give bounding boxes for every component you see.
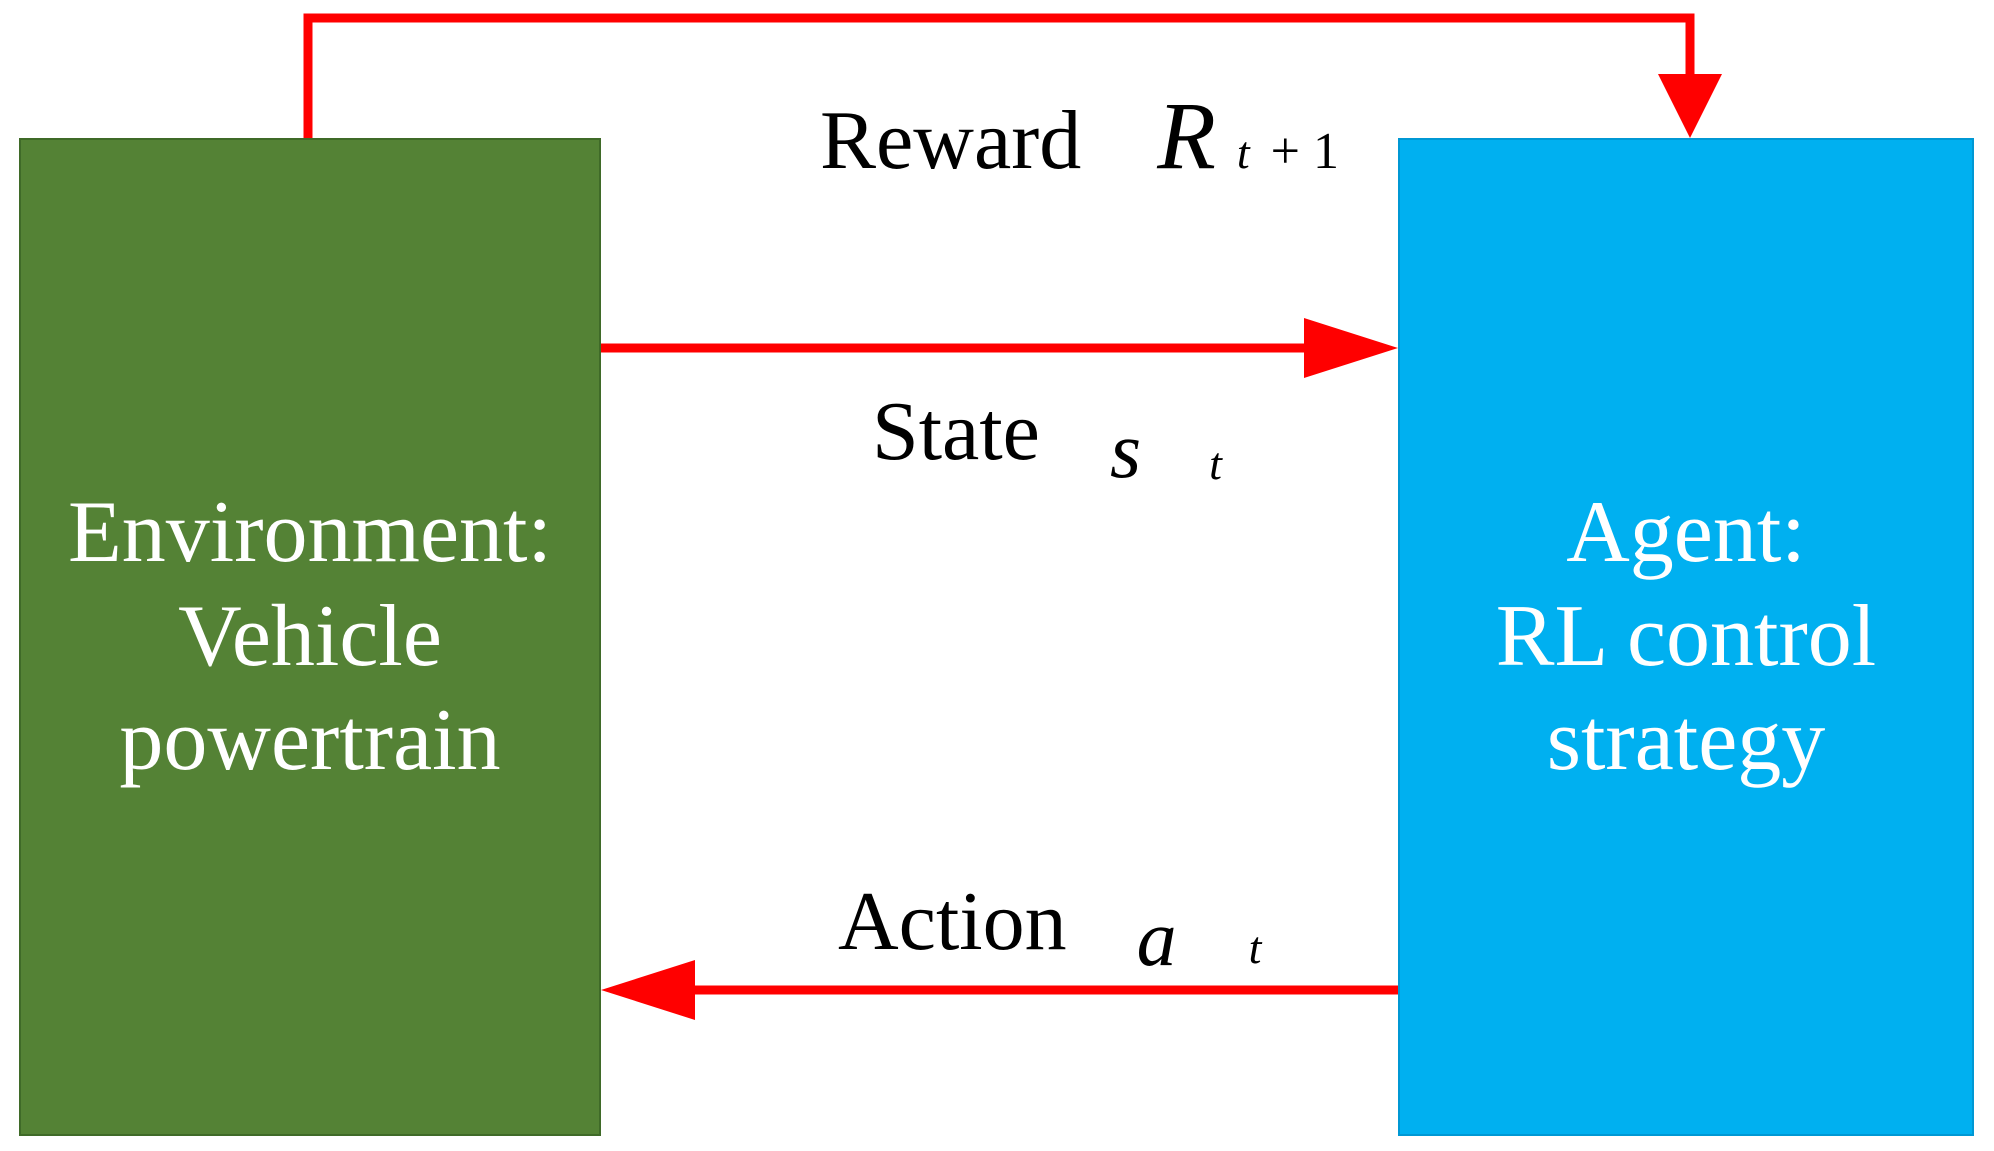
state-symbol: s: [1109, 407, 1142, 495]
reward-subscript: t: [1236, 127, 1250, 178]
reward-arrowhead: [1658, 74, 1722, 138]
state-arrowhead: [1304, 318, 1398, 378]
action-label: Action a t: [838, 880, 1261, 980]
action-subscript: t: [1248, 922, 1262, 973]
reward-symbol: R: [1157, 82, 1216, 189]
environment-line-3: powertrain: [119, 691, 501, 789]
action-symbol: a: [1136, 895, 1177, 983]
action-arrowhead: [601, 960, 695, 1020]
reward-label: Reward R t + 1: [820, 88, 1339, 184]
state-subscript: t: [1209, 438, 1222, 489]
reward-arrow-line: [303, 13, 1695, 140]
agent-line-3: strategy: [1546, 691, 1826, 789]
state-word: State: [872, 385, 1040, 478]
environment-box: Environment: Vehicle powertrain: [19, 138, 601, 1136]
state-label: State s t: [872, 390, 1222, 492]
agent-line-2: RL control: [1495, 588, 1877, 686]
agent-title: Agent:: [1566, 484, 1806, 582]
action-word: Action: [838, 875, 1067, 968]
reward-suffix: + 1: [1270, 123, 1339, 180]
agent-box: Agent: RL control strategy: [1398, 138, 1974, 1136]
environment-line-2: Vehicle: [178, 588, 442, 686]
environment-title: Environment:: [68, 484, 552, 582]
reward-word: Reward: [820, 94, 1082, 187]
